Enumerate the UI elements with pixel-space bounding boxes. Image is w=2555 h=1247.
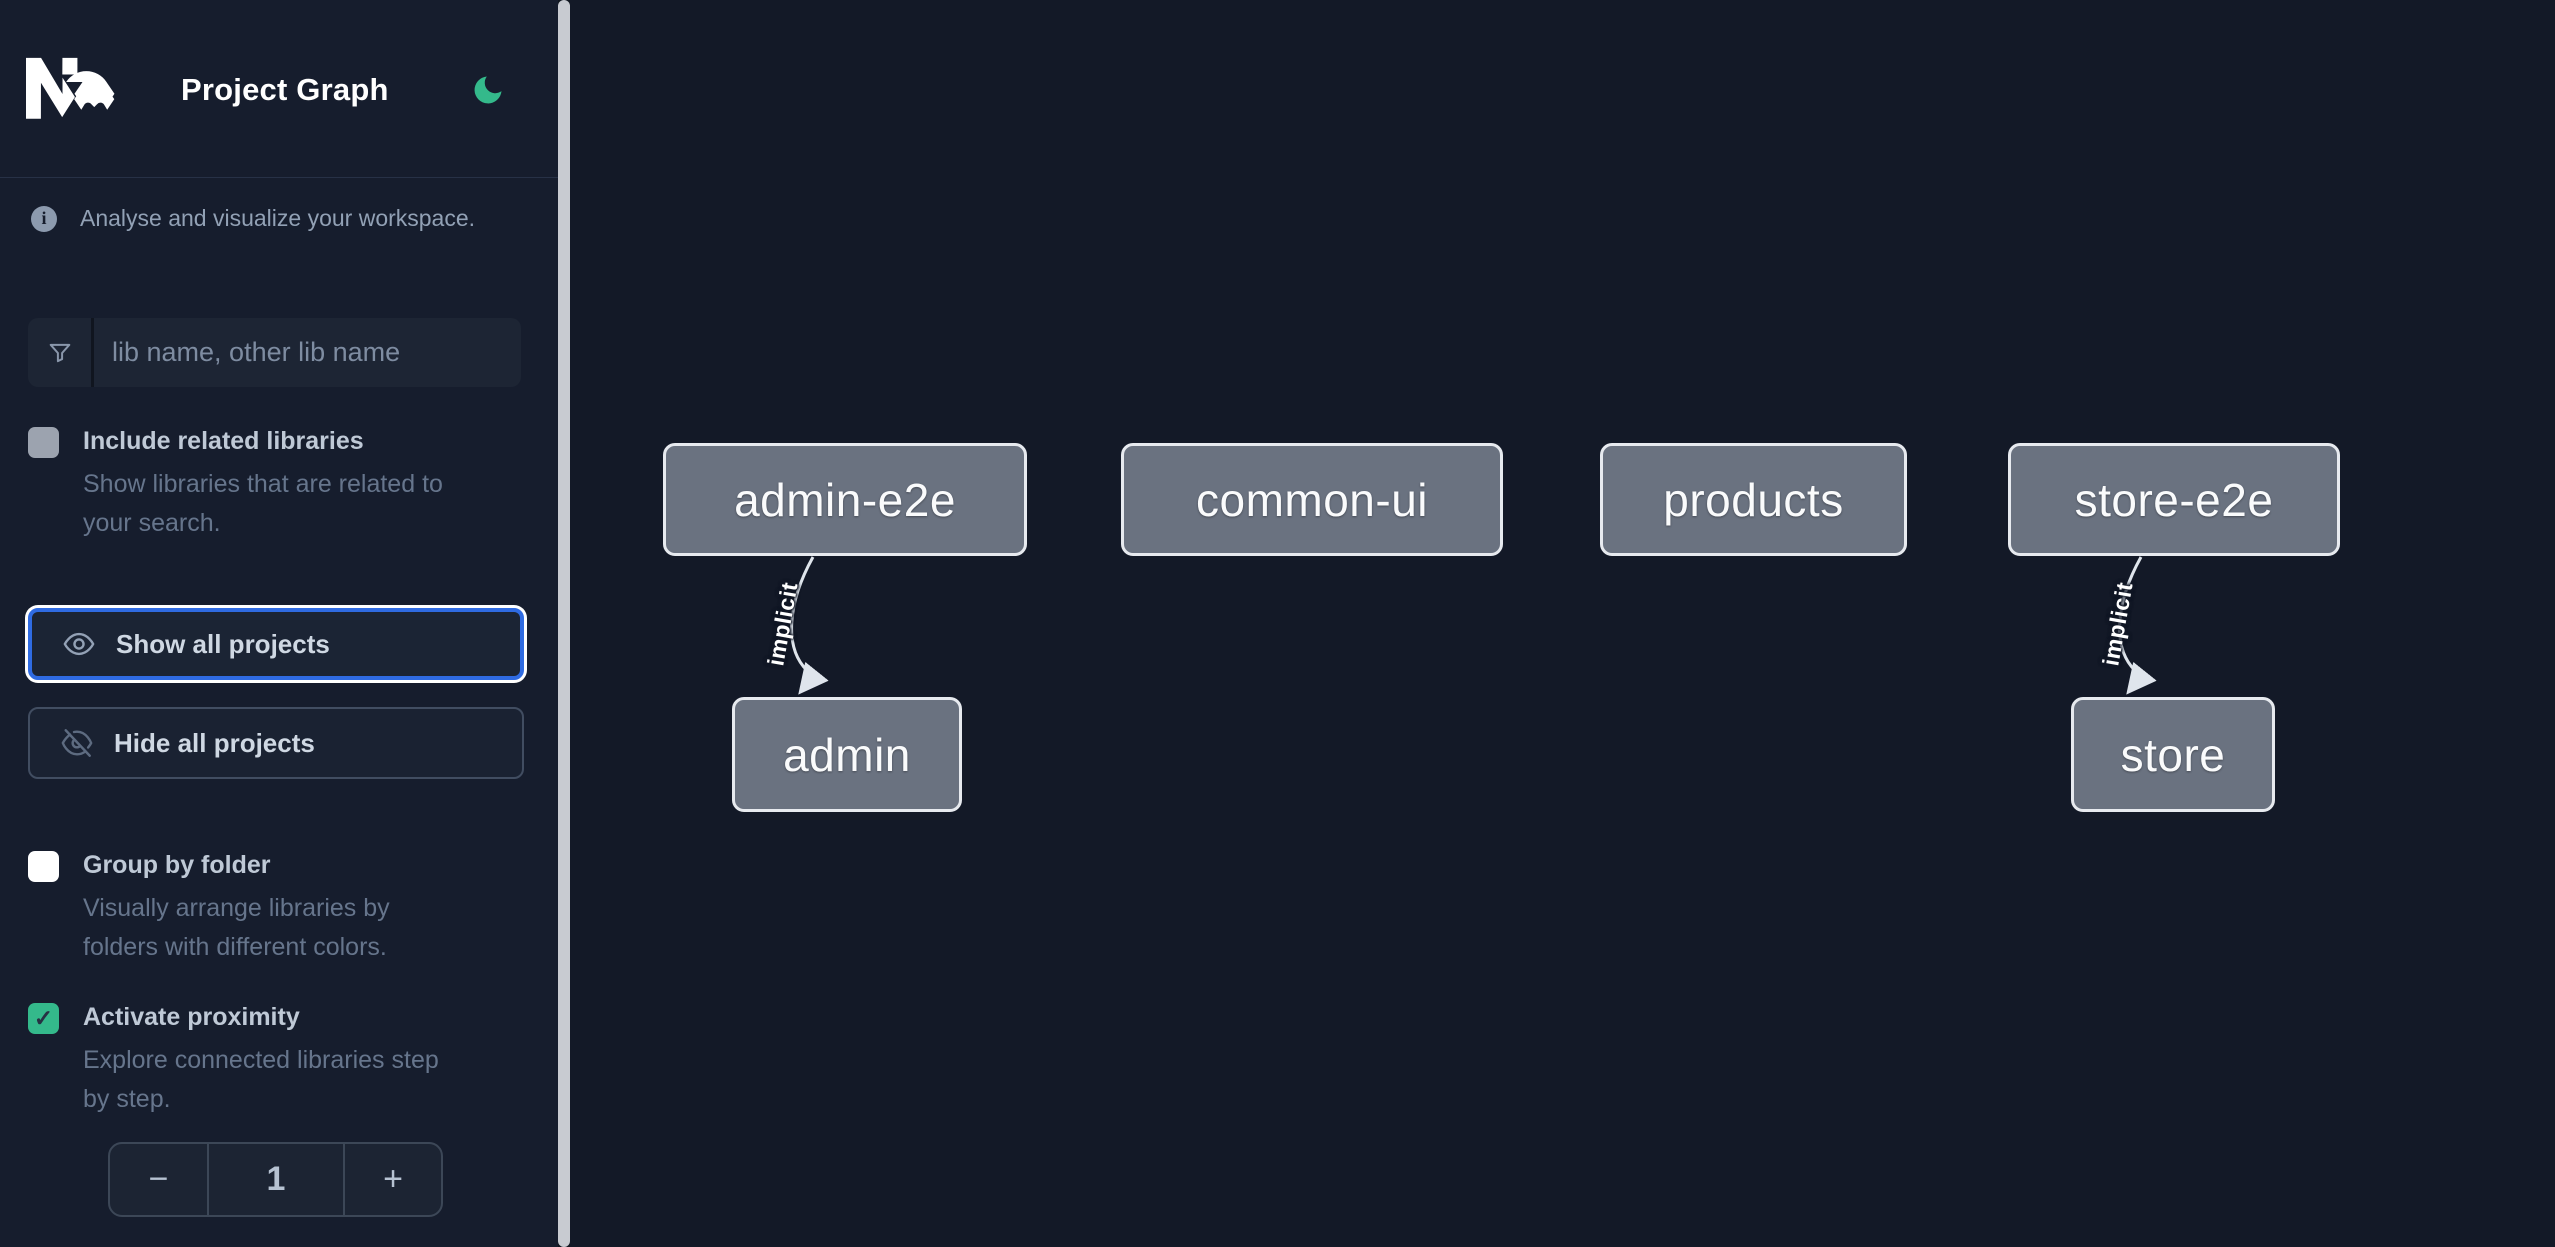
workspace-tagline-row: i Analyse and visualize your workspace. (31, 205, 475, 232)
info-icon: i (31, 205, 57, 232)
toggle-label: Activate proximity (83, 1003, 300, 1031)
project-node-store[interactable]: store (2071, 697, 2275, 812)
show-all-projects-button[interactable]: Show all projects (28, 608, 524, 680)
increment-button[interactable]: + (383, 1160, 403, 1198)
theme-toggle-button[interactable] (466, 68, 510, 112)
include-related-checkbox[interactable] (28, 427, 59, 458)
sidebar-header: Project Graph (0, 0, 558, 178)
eye-off-icon (61, 729, 93, 757)
search-input[interactable] (94, 318, 521, 387)
hide-all-projects-label: Hide all projects (114, 727, 315, 758)
workspace-tagline: Analyse and visualize your workspace. (80, 205, 476, 231)
project-node-products[interactable]: products (1600, 443, 1907, 556)
toggle-include-related: Include related libraries Show libraries… (28, 425, 528, 543)
nx-logo (26, 56, 124, 124)
activate-proximity-checkbox[interactable]: ✓ (28, 1003, 59, 1034)
hide-all-projects-button[interactable]: Hide all projects (28, 707, 524, 779)
decrement-button[interactable]: − (148, 1160, 169, 1198)
show-all-projects-label: Show all projects (116, 628, 330, 659)
project-node-admin-e2e[interactable]: admin-e2e (663, 443, 1027, 556)
toggle-description: Explore connected libraries step by step… (83, 1046, 439, 1113)
sidebar-resizer-handle[interactable] (558, 0, 570, 1247)
proximity-depth-value[interactable]: 1 (207, 1144, 345, 1215)
sidebar: Project Graph i Analyse and visualize yo… (0, 0, 558, 1247)
toggle-group-by-folder: Group by folder Visually arrange librari… (28, 849, 528, 967)
funnel-icon (28, 318, 94, 387)
proximity-depth-stepper: − 1 + (108, 1142, 443, 1217)
search-box (28, 318, 521, 387)
page-title: Project Graph (181, 72, 389, 107)
eye-icon (63, 632, 95, 656)
graph-edges (790, 556, 2157, 695)
toggle-description: Visually arrange libraries by folders wi… (83, 894, 390, 961)
edge-admin-e2e-admin (790, 556, 829, 695)
group-by-folder-checkbox[interactable] (28, 851, 59, 882)
project-node-common-ui[interactable]: common-ui (1121, 443, 1503, 556)
checkmark-icon: ✓ (33, 1005, 54, 1031)
toggle-label: Include related libraries (83, 427, 364, 455)
toggle-label: Group by folder (83, 851, 271, 879)
graph-canvas[interactable]: admin-e2e common-ui products store-e2e a… (570, 0, 2555, 1247)
edge-store-e2e-store (2118, 556, 2157, 695)
toggle-description: Show libraries that are related to your … (83, 470, 443, 537)
moon-icon (474, 76, 502, 104)
toggle-activate-proximity: ✓ Activate proximity Explore connected l… (28, 1001, 528, 1119)
project-node-admin[interactable]: admin (732, 697, 962, 812)
project-node-store-e2e[interactable]: store-e2e (2008, 443, 2340, 556)
